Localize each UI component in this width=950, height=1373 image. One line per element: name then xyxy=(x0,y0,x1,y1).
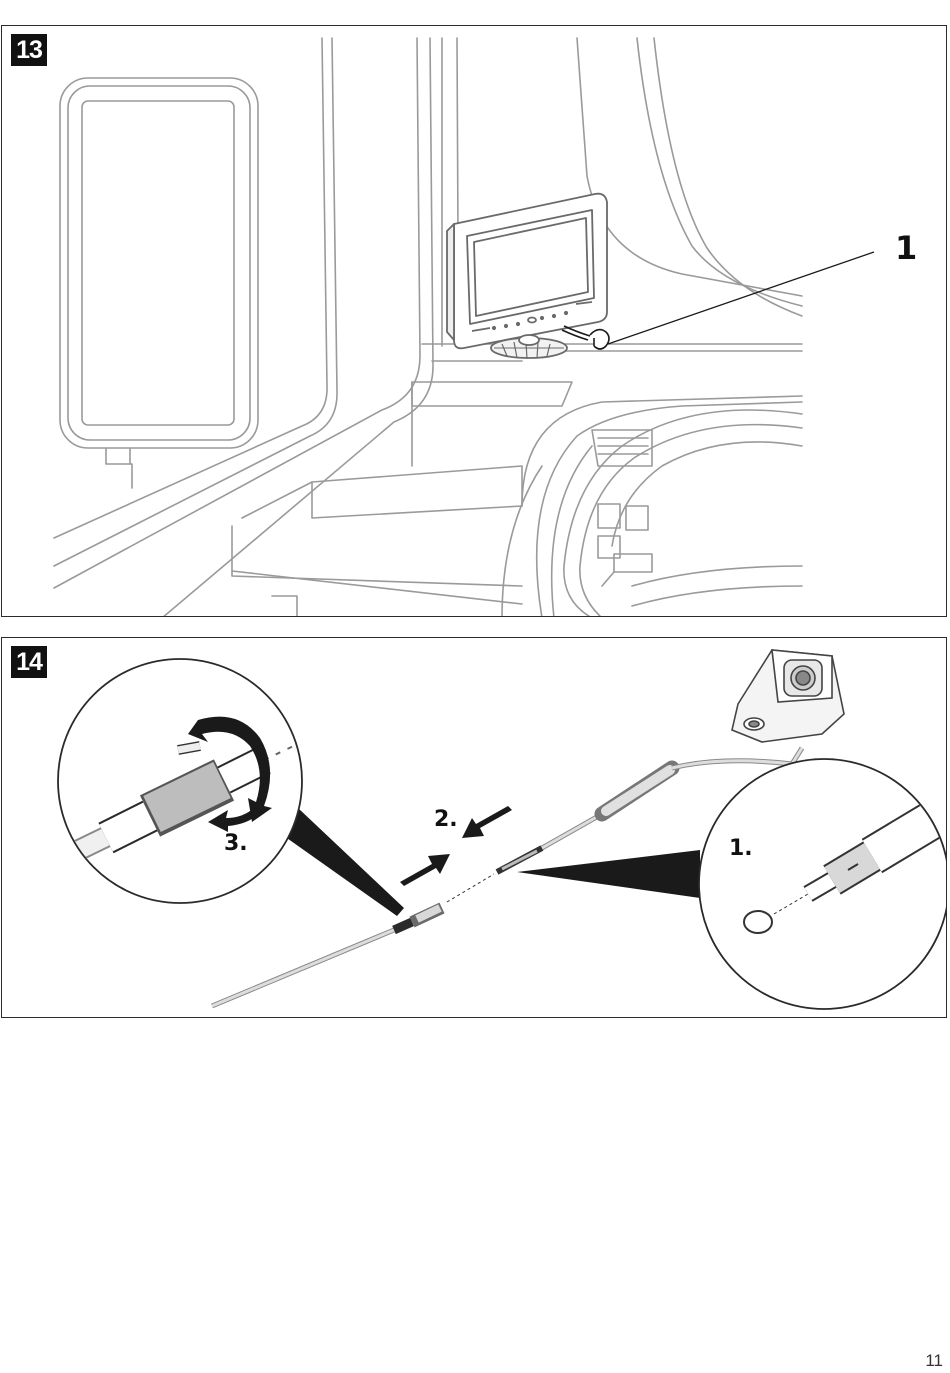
side-mirror xyxy=(60,78,258,488)
zoom-circle-locking xyxy=(42,659,302,903)
rear-camera xyxy=(732,650,844,742)
cable-connection-illustration xyxy=(2,638,947,1018)
zoom-circle-sealing-ring xyxy=(699,759,947,1009)
cable-clip xyxy=(562,326,609,349)
callout-label: 1 xyxy=(895,229,917,267)
figure-13: 13 xyxy=(1,25,947,617)
leader-line xyxy=(608,252,874,344)
step-label: 2. xyxy=(434,807,458,832)
cab-interior-illustration xyxy=(2,26,947,617)
zoom-pointer-left xyxy=(284,808,404,916)
figure-number-badge: 13 xyxy=(11,34,47,66)
page-number: 11 xyxy=(925,1351,943,1371)
figure-14: 14 xyxy=(1,637,947,1018)
zoom-pointer-right xyxy=(517,850,700,898)
monitor-cable xyxy=(212,908,442,1006)
figure-number-badge: 14 xyxy=(11,646,47,678)
step-label: 1. xyxy=(729,836,753,861)
step-label: 3. xyxy=(224,831,248,856)
